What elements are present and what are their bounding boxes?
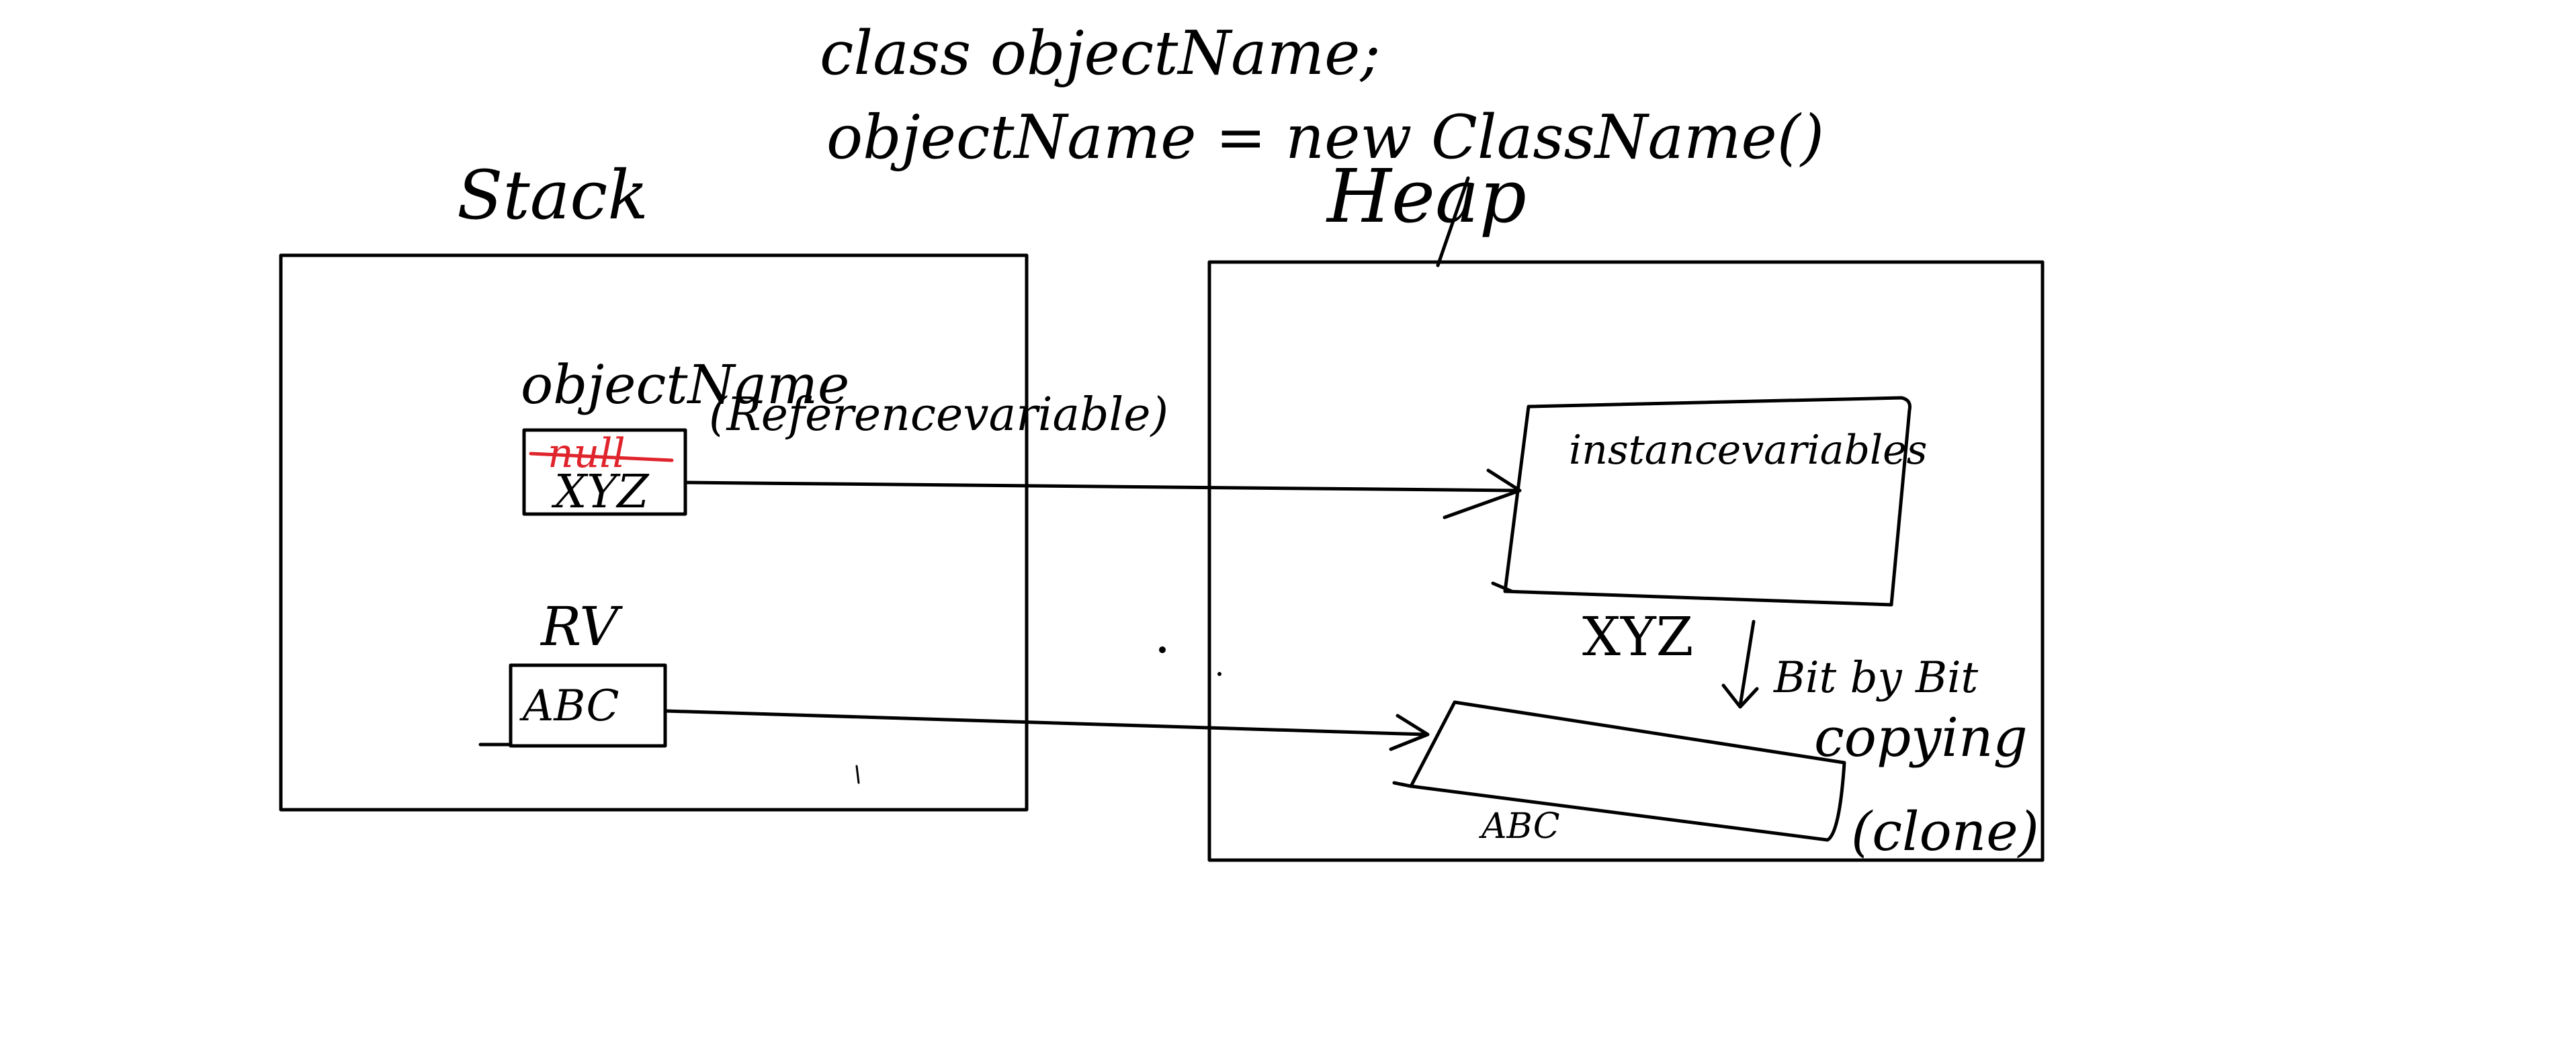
reference-arrow-abc bbox=[663, 709, 1428, 736]
second-reference-value-box bbox=[509, 663, 667, 748]
second-reference-label: RV bbox=[540, 595, 623, 658]
second-reference-value: ABC bbox=[519, 681, 619, 731]
stack-title: Stack bbox=[457, 156, 648, 235]
heap-object-abc-label: ABC bbox=[1479, 806, 1560, 847]
copy-note-line2: copying bbox=[1814, 706, 2028, 769]
heap-object-xyz bbox=[1503, 396, 1912, 607]
stray-dot-2 bbox=[1217, 672, 1221, 676]
reference-arrowhead-xyz bbox=[1443, 468, 1522, 519]
reference-value-box bbox=[522, 428, 687, 516]
header-line-instantiation: objectName = new ClassName() bbox=[826, 102, 1824, 173]
reference-current-value: XYZ bbox=[551, 466, 650, 519]
reference-variable-label: objectName bbox=[521, 353, 849, 416]
copy-note-line1: Bit by Bit bbox=[1773, 653, 1979, 703]
copy-arrowhead bbox=[1721, 683, 1759, 709]
header-line-declaration: class objectName; bbox=[820, 18, 1381, 89]
heap-title: Heap bbox=[1326, 153, 1527, 239]
stray-dot-1 bbox=[1159, 646, 1166, 653]
stray-mark bbox=[855, 765, 860, 784]
heap-object-xyz-label: XYZ bbox=[1582, 605, 1693, 668]
heap-object-abc bbox=[1409, 700, 1846, 842]
reference-arrow-xyz bbox=[683, 480, 1520, 493]
copy-arrow bbox=[1738, 620, 1756, 708]
reference-arrowhead-abc bbox=[1389, 714, 1430, 751]
copy-note-line3: (clone) bbox=[1851, 800, 2039, 863]
heap-title-stroke bbox=[1436, 176, 1470, 267]
heap-box bbox=[1207, 260, 2045, 862]
heap-object-xyz-tail bbox=[1491, 581, 1514, 593]
heap-object-abc-edge bbox=[1392, 781, 1413, 788]
stack-box bbox=[279, 253, 1029, 812]
heap-object-xyz-text: instancevariables bbox=[1569, 427, 1927, 474]
null-strikethrough bbox=[529, 452, 674, 462]
reference-variable-note: (Referencevariable) bbox=[709, 388, 1168, 441]
